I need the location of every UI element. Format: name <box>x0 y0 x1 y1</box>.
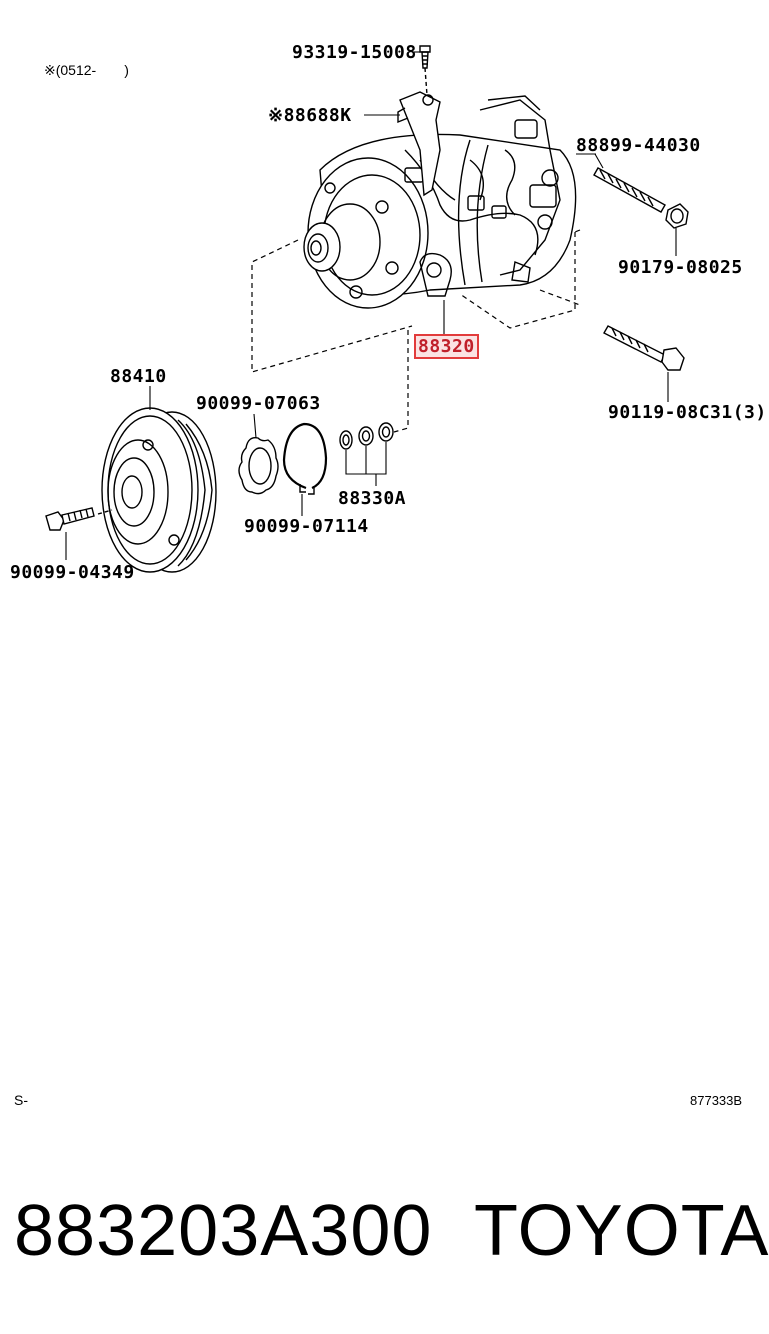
stud-88899 <box>593 167 666 213</box>
parts-diagram <box>45 45 689 573</box>
label-93319-15008[interactable]: 93319-15008 <box>292 42 417 63</box>
bracket-88688k <box>397 91 441 197</box>
o-rings-88330a <box>339 422 394 450</box>
label-88320-highlighted[interactable]: 88320 <box>414 334 479 359</box>
label-90099-07114[interactable]: 90099-07114 <box>244 516 369 537</box>
label-88330a[interactable]: 88330A <box>338 488 407 509</box>
label-90179-08025[interactable]: 90179-08025 <box>618 257 743 278</box>
label-90099-07063[interactable]: 90099-07063 <box>196 393 321 414</box>
figure-code: 877333B <box>690 1093 743 1108</box>
compressor-body <box>303 95 577 309</box>
label-88410[interactable]: 88410 <box>110 366 167 387</box>
corner-label-left: S- <box>14 1092 28 1108</box>
bolt-93319 <box>419 45 431 69</box>
label-90119-08c31[interactable]: 90119-08C31(3) <box>608 402 767 423</box>
bolt-90119 <box>603 325 685 371</box>
part-number: 883203A300 <box>14 1191 433 1271</box>
snap-ring-90099-07114 <box>282 422 328 495</box>
date-note: ※(0512- ) <box>44 62 129 78</box>
label-88899-44030[interactable]: 88899-44030 <box>576 135 701 156</box>
label-88688k[interactable]: ※88688K <box>268 105 352 126</box>
bolt-90099-04349 <box>45 507 113 531</box>
nut-90179 <box>665 203 689 229</box>
label-90099-04349[interactable]: 90099-04349 <box>10 562 135 583</box>
brand-name: TOYOTA <box>474 1191 769 1271</box>
pulley-88410 <box>101 407 217 573</box>
shim-90099-07063 <box>238 437 279 495</box>
